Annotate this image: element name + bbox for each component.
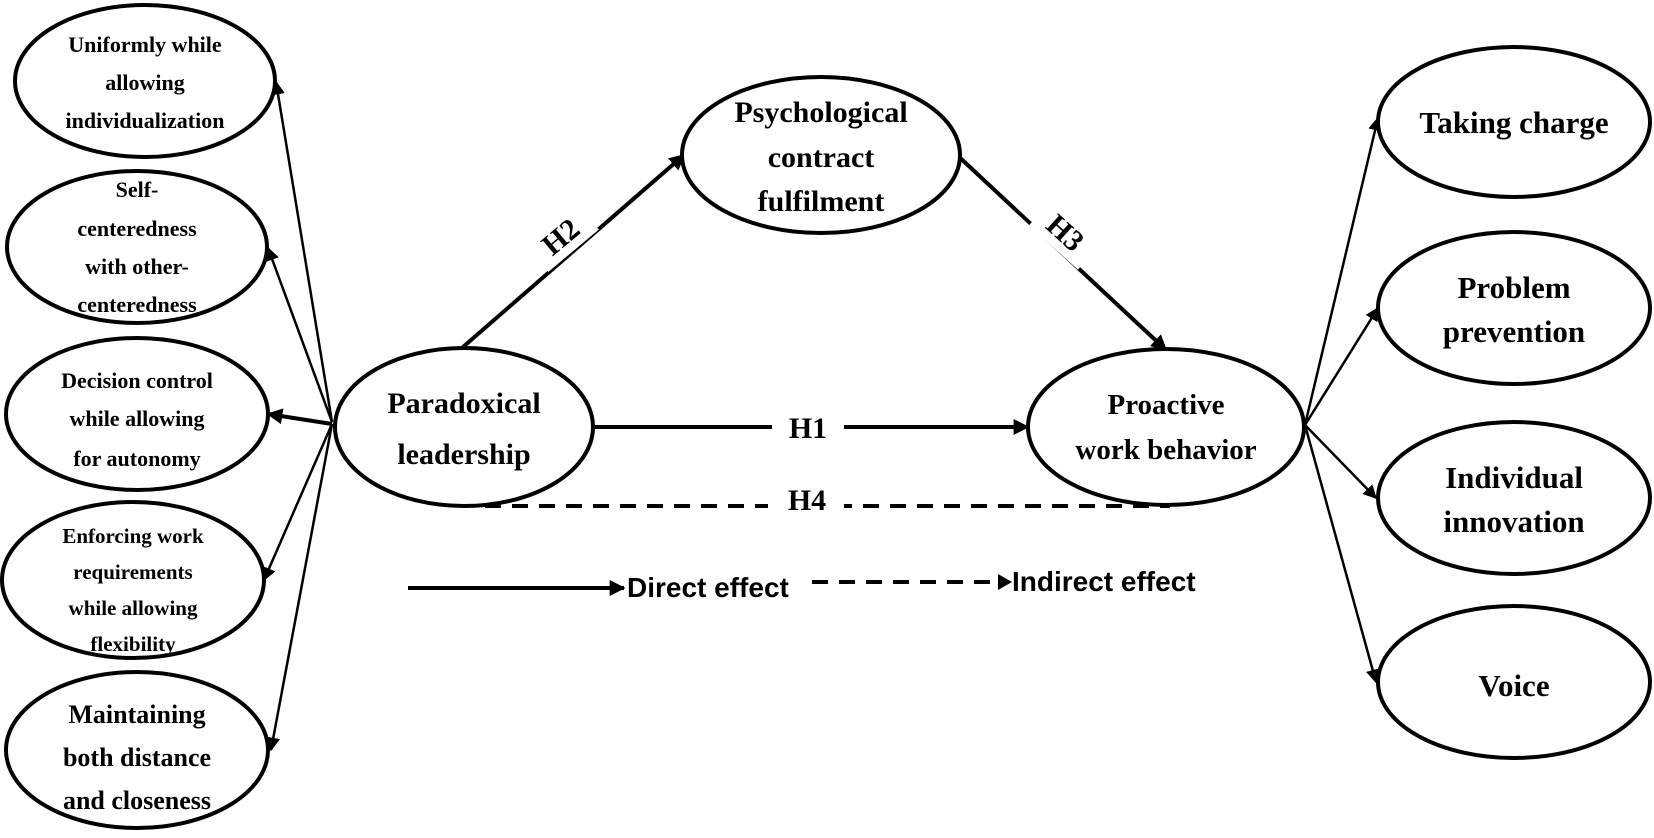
node-problem-prevention: Problem prevention — [1376, 230, 1652, 386]
node-decision-control: Decision control while allowing for auto… — [4, 336, 270, 492]
edge-to-individual-innovation — [1304, 424, 1377, 499]
edge-to-enforcing — [262, 423, 334, 582]
psychological-contract-line-3: fulfilment — [758, 185, 885, 218]
h2-path — [461, 153, 686, 349]
node-voice: Voice — [1376, 604, 1652, 760]
proactive-work-behavior-line-2: work behavior — [1075, 434, 1256, 466]
hypothesis-labels: H1 H2 H3 H4 — [522, 195, 1105, 524]
node-uniformly: Uniformly while allowing individualizati… — [13, 3, 277, 159]
self-centeredness-line-1: Self- — [116, 177, 159, 202]
decision-control-line-2: while allowing — [69, 406, 204, 431]
individual-innovation-line-2: innovation — [1443, 504, 1584, 539]
proactive-work-behavior-line-1: Proactive — [1107, 389, 1224, 421]
edge-to-taking-charge — [1303, 116, 1382, 426]
dimension-edges-right — [1303, 116, 1382, 684]
edge-to-maintaining — [266, 423, 334, 752]
paradoxical-leadership-line-1: Paradoxical — [387, 387, 540, 420]
maintaining-line-3: and closeness — [63, 786, 211, 815]
problem-prevention-line-1: Problem — [1457, 270, 1570, 305]
enforcing-line-2: requirements — [73, 560, 192, 584]
psychological-contract-line-2: contract — [768, 141, 875, 174]
node-paradoxical-leadership: Paradoxical leadership — [333, 346, 595, 508]
edge-to-voice — [1303, 424, 1380, 684]
edge-to-decision-control — [266, 408, 333, 426]
uniformly-line-3: individualization — [66, 108, 225, 133]
uniformly-line-1: Uniformly while — [68, 32, 222, 57]
legend-direct-label: Direct effect — [627, 572, 789, 603]
enforcing-line-4: flexibility — [90, 632, 176, 656]
enforcing-line-1: Enforcing work — [62, 524, 204, 548]
h4-label: H4 — [788, 484, 826, 517]
individual-innovation-line-1: Individual — [1445, 460, 1583, 495]
node-self-centeredness: Self- centeredness with other- centeredn… — [5, 169, 269, 325]
self-centeredness-line-2: centeredness — [77, 216, 197, 241]
problem-prevention-line-2: prevention — [1443, 314, 1585, 349]
legend: Direct effect Indirect effect — [408, 566, 1196, 603]
taking-charge-label: Taking charge — [1419, 105, 1608, 140]
maintaining-line-2: both distance — [63, 743, 211, 772]
self-centeredness-line-4: centeredness — [77, 292, 197, 317]
decision-control-line-1: Decision control — [61, 368, 213, 393]
node-taking-charge: Taking charge — [1376, 45, 1652, 199]
maintaining-line-1: Maintaining — [68, 700, 205, 729]
paradoxical-leadership-line-2: leadership — [397, 438, 530, 471]
node-individual-innovation: Individual innovation — [1376, 420, 1652, 576]
node-maintaining: Maintaining both distance and closeness — [4, 670, 270, 830]
edge-to-self-centeredness — [265, 246, 334, 423]
edge-to-uniformly — [271, 80, 334, 423]
legend-indirect-arrowhead — [998, 574, 1012, 590]
dimension-edges-left — [262, 80, 334, 752]
uniformly-line-2: allowing — [105, 70, 184, 95]
h1-label: H1 — [789, 412, 827, 445]
node-psychological-contract: Psychological contract fulfilment — [680, 75, 962, 235]
psychological-contract-line-1: Psychological — [734, 96, 907, 129]
node-proactive-work-behavior: Proactive work behavior — [1026, 347, 1306, 507]
legend-indirect-label: Indirect effect — [1012, 566, 1196, 597]
voice-label: Voice — [1478, 668, 1549, 703]
self-centeredness-line-3: with other- — [85, 254, 189, 279]
decision-control-line-3: for autonomy — [73, 446, 200, 471]
edge-to-problem-prevention — [1303, 306, 1380, 426]
node-enforcing: Enforcing work requirements while allowi… — [0, 500, 266, 660]
enforcing-line-3: while allowing — [69, 596, 198, 620]
